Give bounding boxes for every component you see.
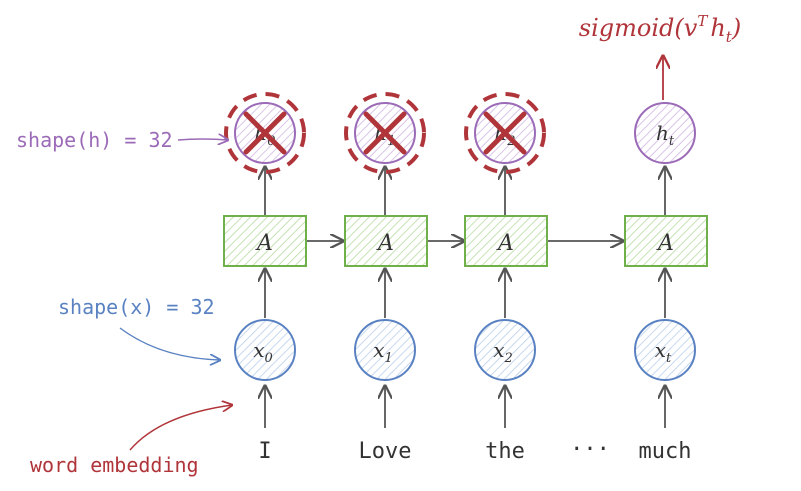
shape-x-label: shape(x) = 32 xyxy=(58,295,215,319)
cell-0-label: A xyxy=(255,231,273,256)
word-to-input-arrows xyxy=(265,386,665,428)
hidden-t-sub: t xyxy=(669,134,675,149)
output-fn: sigmoid(v xyxy=(579,14,698,42)
words-ellipsis: ··· xyxy=(570,437,610,462)
input-t-sub: t xyxy=(666,351,672,366)
word-2: the xyxy=(485,439,525,464)
svg-text:x0: x0 xyxy=(253,338,273,366)
input-1-letter: x xyxy=(373,338,384,362)
input-1-sub: 1 xyxy=(385,351,393,366)
input-0-sub: 0 xyxy=(265,351,273,366)
input-to-cell-arrows xyxy=(265,269,665,318)
input-0-letter: x xyxy=(253,338,264,362)
words: I Love the ··· much xyxy=(258,437,691,464)
input-node-t: xt xyxy=(634,319,696,381)
shape-h-arrow xyxy=(177,139,228,140)
cell-2-label: A xyxy=(496,231,514,256)
input-2-letter: x xyxy=(493,338,504,362)
word-0: I xyxy=(258,439,271,464)
input-t-letter: x xyxy=(655,338,666,362)
cell-0: A xyxy=(223,215,307,267)
cell-1: A xyxy=(344,215,428,267)
input-node-2: x2 xyxy=(474,319,536,381)
cell-t-label: A xyxy=(656,231,674,256)
svg-text:x1: x1 xyxy=(373,338,393,366)
hidden-node-t: ht xyxy=(634,102,696,164)
dropout-marker-1 xyxy=(344,92,426,174)
word-embedding-label: word embedding xyxy=(30,453,199,477)
shape-h-label: shape(h) = 32 xyxy=(16,128,173,152)
cell-to-hidden-arrows xyxy=(265,167,665,216)
output-sub: t xyxy=(726,28,733,46)
word-embedding-arrow xyxy=(129,405,232,451)
svg-text:x2: x2 xyxy=(493,338,513,366)
output-h: h xyxy=(710,14,725,42)
dropout-marker-2 xyxy=(464,92,546,174)
input-2-sub: 2 xyxy=(504,351,513,366)
input-node-0: x0 xyxy=(234,319,296,381)
word-3: much xyxy=(639,439,692,464)
output-close: ) xyxy=(731,14,741,42)
input-node-1: x1 xyxy=(354,319,416,381)
cell-1-label: A xyxy=(376,231,394,256)
svg-text:ht: ht xyxy=(656,121,675,149)
svg-text:xt: xt xyxy=(655,338,672,366)
dropout-markers xyxy=(224,92,546,174)
hidden-t-letter: h xyxy=(656,121,669,145)
dropout-marker-0 xyxy=(224,92,306,174)
shape-x-arrow xyxy=(119,327,220,360)
word-1: Love xyxy=(359,439,412,464)
cell-t: A xyxy=(624,215,708,267)
cell-2: A xyxy=(464,215,548,267)
output-sup: T xyxy=(697,12,708,30)
